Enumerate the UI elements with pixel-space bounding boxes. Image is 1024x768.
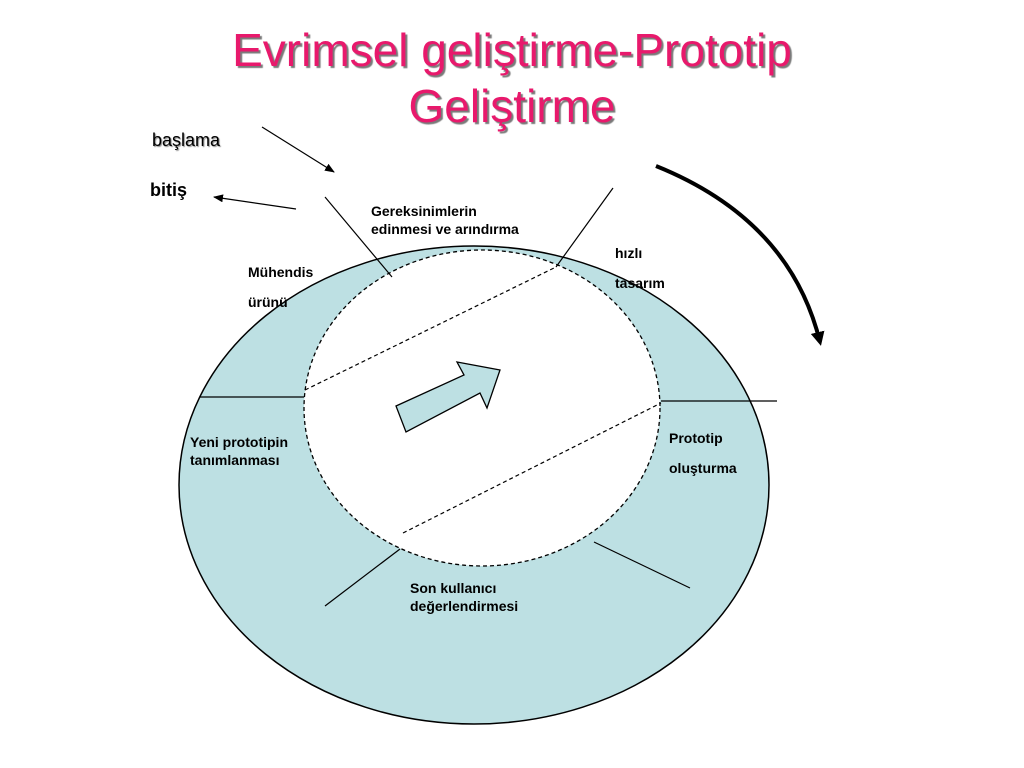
divider-line-top-right	[555, 187, 614, 268]
label-user-evaluation: Son kullanıcı değerlendirmesi	[410, 579, 518, 615]
inner-circle	[303, 249, 661, 567]
label-prototype-build-line-1: Prototip	[669, 430, 723, 446]
label-requirements-line-2: edinmesi ve arındırma	[371, 221, 519, 237]
label-prototype-build-line-2: oluşturma	[669, 460, 737, 476]
label-quick-design-line-1: hızlı	[615, 245, 643, 261]
label-engineered-product: Mühendis ürünü	[248, 257, 313, 317]
label-requirements: Gereksinimlerin edinmesi ve arındırma	[371, 202, 519, 238]
label-user-evaluation-line-1: Son kullanıcı	[410, 580, 497, 596]
label-new-prototype: Yeni prototipin tanımlanması	[190, 433, 288, 469]
label-end: bitiş	[150, 180, 188, 200]
label-requirements-line-1: Gereksinimlerin	[371, 203, 477, 219]
divider-line-bottom-right	[593, 541, 691, 589]
label-user-evaluation-line-2: değerlendirmesi	[410, 598, 519, 614]
title-line-2: Geliştirme	[408, 80, 616, 132]
label-prototype-build: Prototip oluşturma	[669, 423, 737, 483]
label-new-prototype-line-1: Yeni prototipin	[190, 434, 288, 450]
title-line-1: Evrimsel geliştirme-Prototip	[232, 24, 792, 76]
inner-dashed-line-top	[304, 266, 557, 391]
page-title: Evrimsel geliştirme-Prototip Geliştirme	[112, 22, 912, 134]
label-quick-design: hızlı tasarım	[615, 238, 665, 298]
label-new-prototype-line-2: tanımlanması	[190, 452, 280, 468]
end-arrow	[213, 194, 297, 210]
inner-dashed-line-bottom	[402, 402, 662, 534]
divider-line-top-left	[324, 196, 393, 278]
start-arrow	[261, 126, 335, 173]
label-quick-design-line-2: tasarım	[615, 275, 665, 291]
label-engineered-product-line-2: ürünü	[248, 294, 288, 310]
label-start: başlama	[152, 130, 221, 150]
divider-line-bottom-left	[324, 548, 401, 607]
center-block-arrow	[395, 361, 501, 433]
cycle-direction-arrow	[655, 164, 825, 346]
label-engineered-product-line-1: Mühendis	[248, 264, 314, 280]
